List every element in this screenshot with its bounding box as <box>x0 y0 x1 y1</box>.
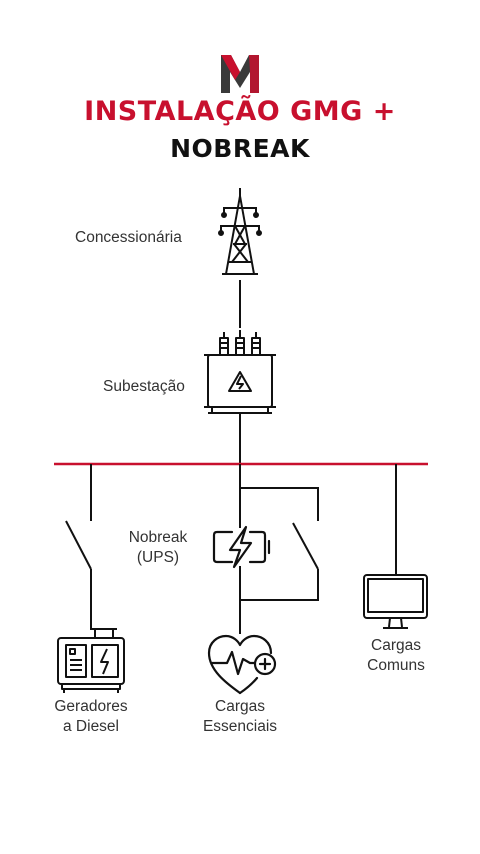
ups-label-line1: Nobreak <box>128 529 188 546</box>
essential-loads-label-line2: Essenciais <box>202 718 278 735</box>
substation-label: Subestação <box>103 378 185 395</box>
common-loads-label-line1: Cargas <box>371 637 421 654</box>
generators-label-line1: Geradores <box>54 698 128 715</box>
transmission-tower-icon <box>218 188 262 275</box>
transformer-icon <box>204 330 276 414</box>
page-title: INSTALAÇÃO GMG + <box>84 96 396 127</box>
ups-label: Nobreak (UPS) <box>118 528 198 568</box>
generators-label: Geradores a Diesel <box>37 697 145 737</box>
generator-icon <box>57 628 125 693</box>
common-loads-label-line2: Comuns <box>367 657 425 674</box>
generators-label-line2: a Diesel <box>63 718 119 735</box>
logo-icon <box>221 55 259 93</box>
ups-branch <box>239 464 319 634</box>
battery-charging-icon <box>212 525 271 569</box>
common-loads-label: Cargas Comuns <box>342 636 450 676</box>
essential-loads-label: Cargas Essenciais <box>186 697 294 737</box>
page-subtitle: NOBREAK <box>170 134 310 163</box>
utility-label: Concessionária <box>75 229 182 246</box>
heart-pulse-icon <box>207 634 277 695</box>
monitor-icon <box>363 574 428 629</box>
generator-branch <box>65 464 92 630</box>
ups-label-line2: (UPS) <box>136 549 180 566</box>
essential-loads-label-line1: Cargas <box>215 698 265 715</box>
